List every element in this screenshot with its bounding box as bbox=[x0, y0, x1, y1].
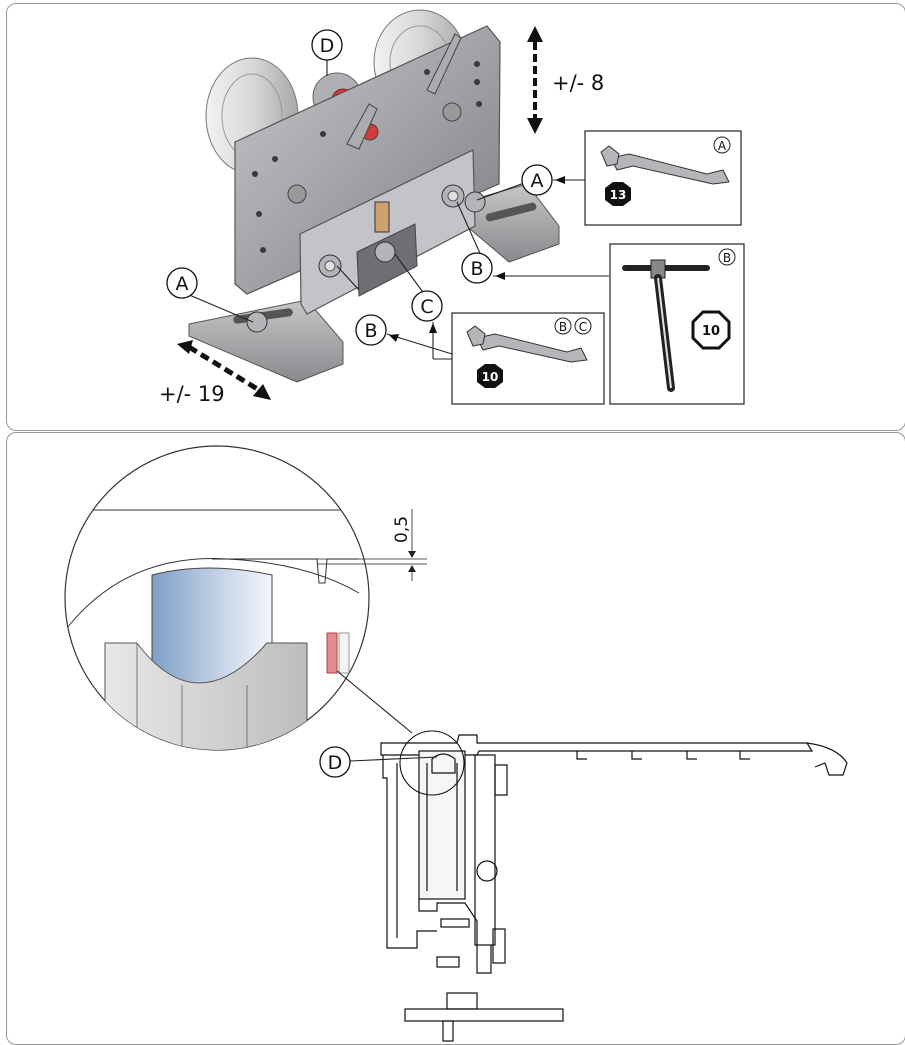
svg-text:A: A bbox=[531, 170, 544, 192]
dimension-value: 0,5 bbox=[392, 516, 412, 543]
svg-text:13: 13 bbox=[610, 188, 627, 202]
tool-box-wrench-10: B C 10 bbox=[451, 312, 605, 405]
vertical-adjust-label: +/- 8 bbox=[552, 71, 604, 95]
plate-holes bbox=[252, 61, 482, 253]
callout-c: C bbox=[411, 290, 443, 322]
callout-d-section: D bbox=[319, 746, 438, 778]
svg-text:10: 10 bbox=[482, 370, 499, 384]
leader-bc-to-tool bbox=[386, 322, 453, 360]
svg-text:B: B bbox=[364, 320, 377, 342]
leader-b-to-tool bbox=[493, 272, 609, 280]
svg-text:B: B bbox=[559, 320, 567, 334]
gap-dimension: 0,5 bbox=[212, 509, 427, 581]
carriage-illustration: +/- 8 +/- 19 A A B B C D bbox=[159, 9, 745, 406]
svg-text:D: D bbox=[328, 752, 343, 774]
adjustment-panel: +/- 8 +/- 19 A A B B C D bbox=[6, 3, 905, 431]
bolt-a-right bbox=[464, 191, 486, 213]
open-end-wrench-icon bbox=[600, 145, 730, 185]
svg-text:C: C bbox=[579, 320, 587, 334]
detail-marker-circle bbox=[399, 730, 465, 796]
carriage-section bbox=[404, 750, 564, 1042]
bolt-b-right bbox=[441, 184, 465, 208]
svg-text:B: B bbox=[723, 251, 731, 265]
adjust-screw-c bbox=[374, 201, 396, 263]
horizontal-adjust-arrow bbox=[177, 340, 271, 400]
horizontal-adjust-label: +/- 19 bbox=[159, 382, 225, 406]
callout-a-right: A bbox=[521, 164, 553, 196]
tool-box-t-handle-10: B 10 bbox=[609, 243, 745, 405]
svg-text:B: B bbox=[470, 258, 483, 280]
size-badge-13: 13 bbox=[605, 182, 631, 206]
tool-box-wrench-13: A 13 bbox=[584, 130, 742, 226]
svg-text:A: A bbox=[176, 273, 189, 295]
svg-text:C: C bbox=[420, 296, 433, 318]
size-badge-10: 10 bbox=[477, 364, 503, 388]
section-drawing: 0,5 D bbox=[64, 445, 848, 1042]
t-handle-socket-wrench-icon bbox=[622, 259, 710, 392]
open-end-wrench-icon bbox=[466, 325, 588, 363]
section-detail-panel: 0,5 D bbox=[6, 432, 905, 1045]
callout-b-left: B bbox=[355, 314, 387, 346]
size-badge-10-outline: 10 bbox=[691, 310, 731, 350]
leader-a-to-tool bbox=[553, 176, 585, 184]
svg-text:A: A bbox=[718, 139, 727, 153]
bolt-b-left bbox=[318, 254, 342, 278]
magnified-detail bbox=[64, 445, 370, 751]
callout-d: D bbox=[311, 29, 343, 61]
callout-b-right: B bbox=[461, 252, 493, 284]
vertical-adjust-arrow bbox=[527, 26, 543, 134]
bolt-a-left bbox=[246, 311, 268, 333]
svg-text:10: 10 bbox=[702, 324, 720, 339]
callout-a-left: A bbox=[166, 267, 198, 299]
svg-text:D: D bbox=[320, 35, 335, 57]
